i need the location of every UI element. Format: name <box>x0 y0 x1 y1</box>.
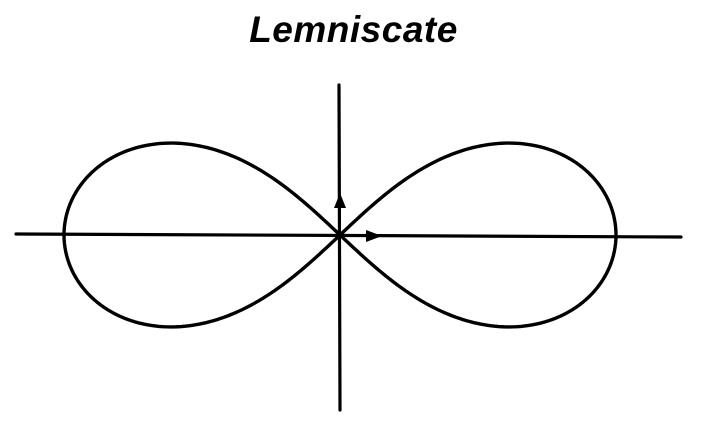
right-arrowhead-icon <box>366 230 382 242</box>
up-arrowhead-icon <box>334 193 346 208</box>
x-axis <box>14 232 683 239</box>
lemniscate-curve <box>62 141 618 329</box>
diagram-title: Lemniscate <box>249 9 458 50</box>
y-axis <box>337 83 342 412</box>
